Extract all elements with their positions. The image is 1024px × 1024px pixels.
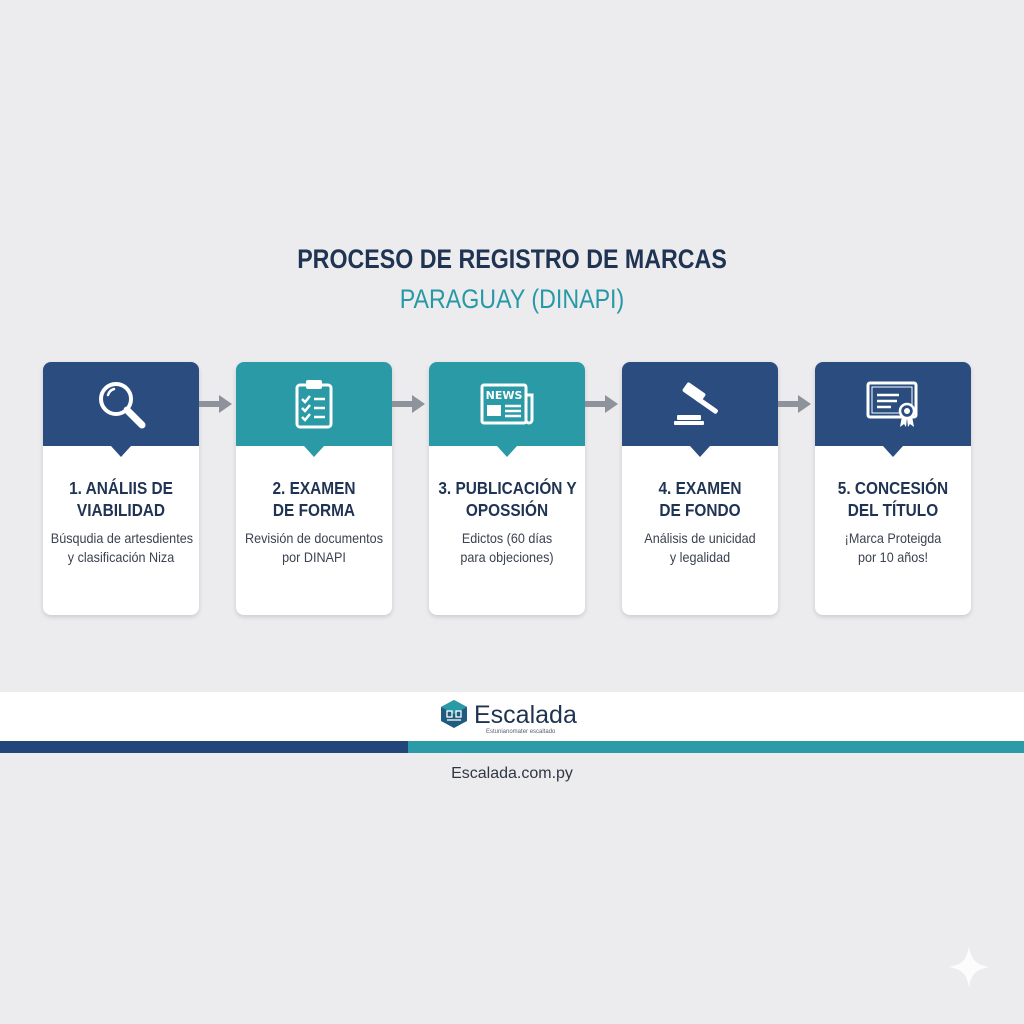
footer-stripe-navy [0,741,408,753]
step-card-5: 5. CONCESIÓN DEL TÍTULO ¡Marca Proteigda… [815,362,971,615]
step-description-5: ¡Marca Proteigda por 10 años! [844,530,942,565]
arrow-right-icon [778,395,811,413]
footer-stripe-teal [408,741,1024,753]
arrow-right-icon [585,395,618,413]
gavel-icon [671,375,729,433]
step-card-3: NEWS 3. PUBLICACIÓN Y OPOSSIÓN Edictos (… [429,362,585,615]
step-description-3: Edictos (60 días para objeciones) [460,530,554,565]
footer-banner [0,692,1024,741]
newspaper-icon: NEWS [478,375,536,433]
step-pointer-5 [883,446,903,457]
step-title-4: 4. EXAMEN DE FONDO [658,478,742,520]
brand-tagline: Estunianomater escaltado [486,729,556,735]
step-description-1: Búsqudia de artesdientes y clasificación… [50,530,193,565]
step-pointer-2 [304,446,324,457]
step-pointer-1 [111,446,131,457]
step-header-4 [622,362,778,446]
step-title-5: 5. CONCESIÓN DEL TÍTULO [837,478,949,520]
step-header-2 [236,362,392,446]
arrow-right-icon [392,395,425,413]
clipboard-checklist-icon [285,375,343,433]
step-description-4: Análisis de unicidad y legalidad [644,530,756,565]
step-header-5 [815,362,971,446]
title-line-1: PROCESO DE REGISTRO DE MARCAS [297,244,727,274]
process-steps: 1. ANÁLIIS DE VIABILIDAD Búsqudia de art… [0,362,1024,618]
brand-logo-icon [441,700,467,728]
brand-name: Escalada [474,701,577,729]
step-title-3: 3. PUBLICACIÓN Y OPOSSIÓN [438,478,577,520]
step-header-1 [43,362,199,446]
sparkle-icon [948,946,990,988]
step-card-1: 1. ANÁLIIS DE VIABILIDAD Búsqudia de art… [43,362,199,615]
step-title-1: 1. ANÁLIIS DE VIABILIDAD [69,478,173,520]
magnifier-icon [92,375,150,433]
step-header-3: NEWS [429,362,585,446]
arrow-right-icon [199,395,232,413]
title-line-2: PARAGUAY (DINAPI) [399,284,625,314]
step-description-2: Revisión de documentos por DINAPI [245,530,383,565]
website-link[interactable]: Escalada.com.py [451,765,573,782]
svg-text:NEWS: NEWS [486,389,523,402]
diagram-title: PROCESO DE REGISTRO DE MARCAS PARAGUAY (… [0,246,1024,313]
step-pointer-4 [690,446,710,457]
certificate-icon [864,375,922,433]
step-card-4: 4. EXAMEN DE FONDO Análisis de unicidad … [622,362,778,615]
step-pointer-3 [497,446,517,457]
step-title-2: 2. EXAMEN DE FORMA [272,478,356,520]
step-card-2: 2. EXAMEN DE FORMA Revisión de documento… [236,362,392,615]
